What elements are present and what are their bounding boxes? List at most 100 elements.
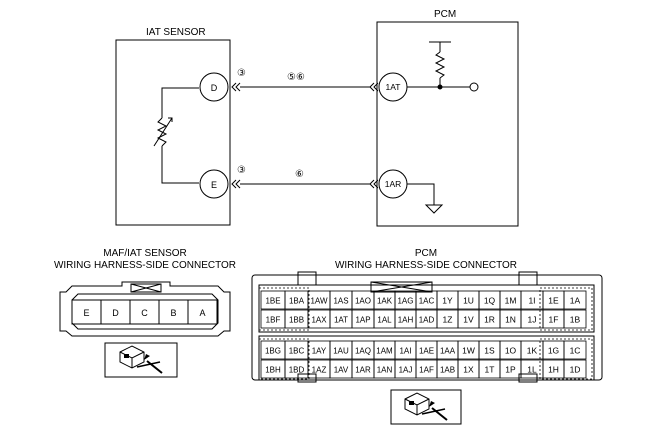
pcm-pin: 1AW	[307, 290, 331, 310]
pcm-pin: 1BE	[260, 290, 286, 310]
pcm-pin-label: 1AU	[333, 347, 349, 356]
pcm-pin-label: 1B	[570, 315, 581, 325]
pcm-pin-label: 1AA	[440, 347, 456, 356]
pcm-pin-label: 1BE	[265, 297, 280, 306]
pcm-pin-label: 1X	[463, 365, 474, 375]
maf-pin-label: E	[83, 308, 89, 318]
terminal-e-label: E	[211, 180, 217, 190]
terminal-e: E	[199, 169, 229, 199]
maf-pin-label: C	[141, 308, 148, 318]
pcm-pin: 1U	[457, 290, 480, 310]
pcm-pin-label: 1AP	[355, 316, 370, 325]
pcm-pin-label: 1AW	[310, 297, 327, 306]
pcm-pin-label: 1J	[528, 315, 537, 325]
pcm-pin-label: 1AO	[355, 297, 371, 306]
pcm-pin-label: 1A	[570, 296, 581, 306]
circuit-note-pcm-top: ⑤⑥	[287, 72, 305, 83]
pcm-pin: 1AR	[351, 359, 375, 379]
connector-chevron-1ar	[369, 179, 379, 189]
pcm-pin-label: 1BA	[289, 297, 305, 306]
pcm-pin: 1AH	[394, 309, 417, 329]
pcm-pin: 1BH	[260, 359, 286, 379]
maf-pin: C	[129, 299, 160, 325]
pcm-pin-label: 1BD	[289, 366, 305, 375]
pcm-connector-title-line1: PCM	[415, 248, 437, 259]
pcm-pin: 1AU	[329, 340, 353, 360]
maf-pin-label: D	[112, 308, 119, 318]
maf-pin: A	[187, 299, 218, 325]
pcm-pin: 1AI	[394, 340, 417, 360]
pcm-pin: 1C	[563, 340, 587, 360]
pcm-pin: 1AO	[351, 290, 375, 310]
pcm-pin-label: 1BG	[265, 347, 281, 356]
pcm-pin: 1X	[457, 359, 480, 379]
pcm-box	[376, 21, 519, 227]
pcm-pin-label: 1AN	[377, 366, 393, 375]
pcm-pin-label: 1AJ	[399, 366, 413, 375]
pcm-pin: 1Y	[436, 290, 459, 310]
maf-connector-title-line1: MAF/IAT SENSOR	[103, 248, 187, 259]
pcm-pin-label: 1H	[548, 365, 559, 375]
pcm-pin-label: 1Z	[443, 315, 453, 325]
pcm-pin-label: 1BC	[289, 347, 305, 356]
pcm-pin-label: 1K	[527, 346, 538, 356]
pcm-pin-label: 1V	[463, 315, 474, 325]
thermistor-symbol	[153, 87, 199, 184]
pcm-pin: 1AQ	[351, 340, 375, 360]
pcm-pin: 1Z	[436, 309, 459, 329]
pcm-pin: 1N	[499, 309, 522, 329]
pcm-pin-label: 1AT	[334, 316, 348, 325]
pcm-pin-label: 1E	[548, 296, 559, 306]
pcm-pin: 1AP	[351, 309, 375, 329]
pcm-pin: 1P	[499, 359, 522, 379]
pcm-pin-label: 1N	[505, 315, 516, 325]
maf-pin-label: B	[170, 308, 176, 318]
pcm-pin: 1BA	[284, 290, 309, 310]
pcm-pin-label: 1AF	[419, 366, 434, 375]
pcm-pin: 1H	[542, 359, 565, 379]
pcm-pin: 1AG	[394, 290, 417, 310]
pcm-pin: 1AN	[373, 359, 396, 379]
pcm-pin-label: 1AY	[312, 347, 327, 356]
pcm-pin-label: 1AX	[311, 316, 327, 325]
pcm-pin: 1AJ	[394, 359, 417, 379]
pcm-pin-label: 1F	[549, 315, 559, 325]
maf-pin: B	[158, 299, 189, 325]
connector-chevron-e	[231, 179, 241, 189]
connector-view-icon-maf	[104, 342, 178, 378]
pcm-pin-label: 1U	[463, 296, 474, 306]
pcm-pin-label: 1D	[570, 365, 581, 375]
pcm-pin: 1G	[542, 340, 565, 360]
pcm-pin: 1BC	[284, 340, 309, 360]
pcm-pin-label: 1Q	[484, 296, 496, 306]
pcm-pin: 1AD	[415, 309, 438, 329]
pcm-pin-label: 1BB	[289, 316, 304, 325]
maf-pin-label: A	[199, 308, 205, 318]
pcm-pin: 1V	[457, 309, 480, 329]
pcm-pin-label: 1AR	[355, 366, 371, 375]
pcm-pin: 1AB	[436, 359, 459, 379]
pcm-pin-label: 1G	[548, 346, 559, 356]
pcm-pin: 1AA	[436, 340, 459, 360]
pcm-pin: 1AS	[329, 290, 353, 310]
pcm-pin-label: 1BF	[266, 316, 281, 325]
pcm-pin: 1AK	[373, 290, 396, 310]
pcm-pin-label: 1AE	[419, 347, 434, 356]
ground-symbol	[407, 183, 444, 214]
pcm-pin: 1W	[457, 340, 480, 360]
pcm-pin-label: 1O	[505, 346, 517, 356]
pcm-pin: 1M	[499, 290, 522, 310]
pcm-pin: 1BB	[284, 309, 309, 329]
pcm-pin: 1B	[563, 309, 587, 329]
pcm-pin-label: 1I	[528, 296, 535, 306]
pcm-pin-label: 1AV	[334, 366, 349, 375]
pcm-pin: 1AL	[373, 309, 396, 329]
terminal-d-label: D	[211, 83, 218, 93]
pullup-resistor-symbol	[407, 41, 479, 92]
pcm-pin-label: 1AC	[419, 297, 435, 306]
pcm-pin-label: 1T	[485, 365, 495, 375]
iat-sensor-title: IAT SENSOR	[146, 27, 206, 38]
connector-view-icon-pcm	[390, 389, 462, 425]
